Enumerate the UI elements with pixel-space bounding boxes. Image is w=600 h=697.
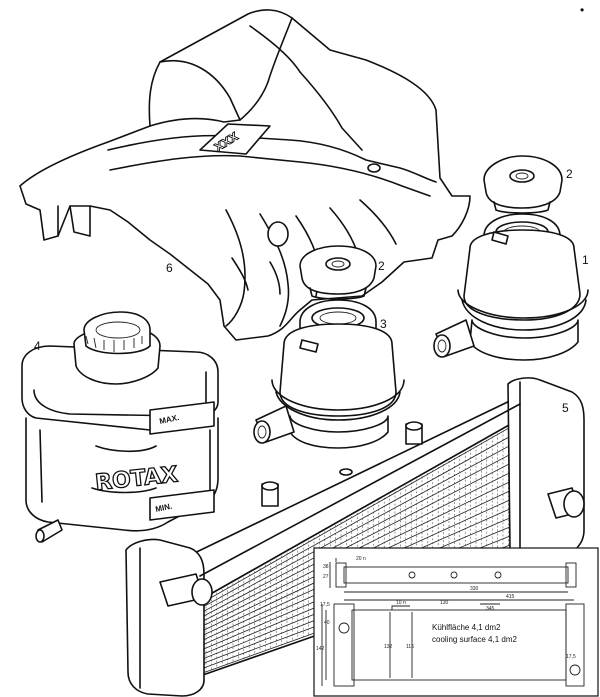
engine-cover: XXX [19, 9, 471, 341]
cooling-surface-note-en: cooling surface 4,1 dm2 [432, 635, 517, 644]
dim-345: 345 [486, 606, 495, 612]
dim-17-5-left: 17,5 [320, 602, 330, 608]
tank-brand: ROTAX [94, 462, 179, 496]
dim-130: 130 [440, 600, 449, 606]
radiator-cap-lower [299, 245, 377, 300]
dim-116: 116 [406, 644, 414, 650]
dim-415: 415 [506, 594, 515, 600]
dim-17-5-right: 17,5 [566, 654, 576, 660]
dim-40: 40 [324, 620, 330, 626]
expansion-tank-1 [433, 213, 589, 361]
callout-5: 5 [562, 401, 569, 415]
dim-10: 10 n [396, 600, 406, 606]
water-tank: ROTAX MAX. MIN. [21, 311, 219, 543]
callout-2-upper: 2 [566, 167, 573, 181]
tank-max-label: MAX. [159, 413, 180, 426]
callout-6: 6 [166, 261, 173, 275]
tank-min-label: MIN. [155, 502, 173, 514]
radiator [125, 377, 585, 697]
cooling-surface-note-de: Kühlfläche 4,1 dm2 [432, 623, 501, 632]
expansion-tank-3 [253, 299, 405, 449]
dim-38: 38 [323, 564, 329, 570]
dim-142: 142 [316, 646, 325, 652]
dim-27: 27 [323, 574, 329, 580]
radiator-cap-upper [483, 155, 563, 214]
dim-132: 132 [384, 644, 393, 650]
callout-1: 1 [582, 253, 589, 267]
dim-330: 330 [470, 586, 479, 592]
corner-mark: • [580, 3, 584, 17]
callout-4: 4 [34, 339, 41, 353]
callout-3: 3 [380, 317, 387, 331]
technical-drawing: 38 27 20 n 330 415 17,5 130 10 n 345 40 … [313, 547, 599, 697]
callout-2-lower: 2 [378, 259, 385, 273]
dim-20: 20 n [356, 556, 366, 562]
